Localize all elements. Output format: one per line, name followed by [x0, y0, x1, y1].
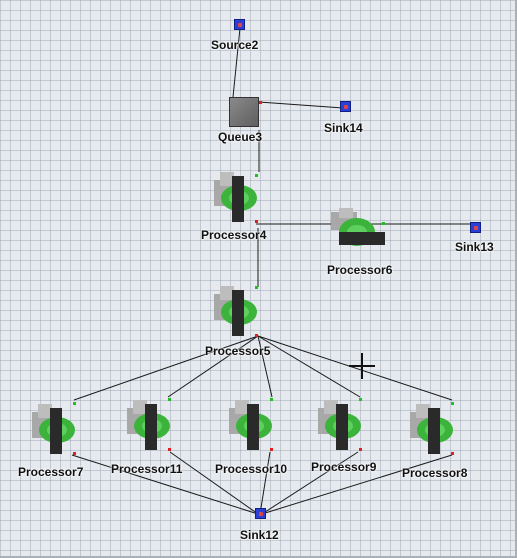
source2-object[interactable]	[234, 19, 245, 30]
processor11-object[interactable]	[125, 396, 175, 454]
processor4-object[interactable]	[212, 168, 262, 226]
connector-processor10-sink12[interactable]	[259, 451, 271, 515]
queue3-object[interactable]	[229, 97, 262, 127]
sink12-object[interactable]	[255, 508, 266, 519]
processor6-label: Processor6	[327, 263, 393, 277]
connector-processor11-sink12[interactable]	[169, 451, 259, 515]
connector-processor7-sink12[interactable]	[71, 454, 259, 515]
connector-processor8-sink12[interactable]	[261, 454, 453, 515]
sink12-label: Sink12	[240, 528, 279, 542]
processor9-object[interactable]	[316, 396, 366, 454]
sink14-object[interactable]	[340, 101, 351, 112]
crosshair-cursor-icon	[349, 353, 375, 379]
processor9-label: Processor9	[311, 460, 377, 474]
sink13-label: Sink13	[455, 240, 494, 254]
processor10-object[interactable]	[227, 396, 277, 454]
processor8-object[interactable]	[408, 400, 458, 458]
processor4-label: Processor4	[201, 228, 267, 242]
connector-processor5-processor9[interactable]	[257, 335, 361, 398]
processor7-object[interactable]	[30, 400, 80, 458]
connector-processor5-processor7[interactable]	[73, 335, 259, 401]
connector-processor9-sink12[interactable]	[261, 451, 359, 515]
processor8-label: Processor8	[402, 466, 468, 480]
processor5-label: Processor5	[205, 344, 271, 358]
connector-processor5-processor8[interactable]	[257, 335, 453, 401]
processor7-label: Processor7	[18, 465, 84, 479]
queue3-output-port	[259, 101, 262, 104]
connector-processor5-processor11[interactable]	[167, 335, 259, 398]
processor5-object[interactable]	[212, 282, 262, 340]
processor11-label: Processor11	[111, 462, 183, 476]
sink14-label: Sink14	[324, 121, 363, 135]
queue3-label: Queue3	[218, 130, 263, 144]
processor10-label: Processor10	[215, 462, 288, 476]
connector-processor5-processor10[interactable]	[257, 335, 273, 398]
sink13-object[interactable]	[470, 222, 481, 233]
connector-queue3-sink14[interactable]	[258, 101, 344, 109]
connector-source2-queue3[interactable]	[232, 27, 241, 98]
processor6-object[interactable]	[327, 208, 389, 258]
source2-label: Source2	[211, 38, 259, 52]
